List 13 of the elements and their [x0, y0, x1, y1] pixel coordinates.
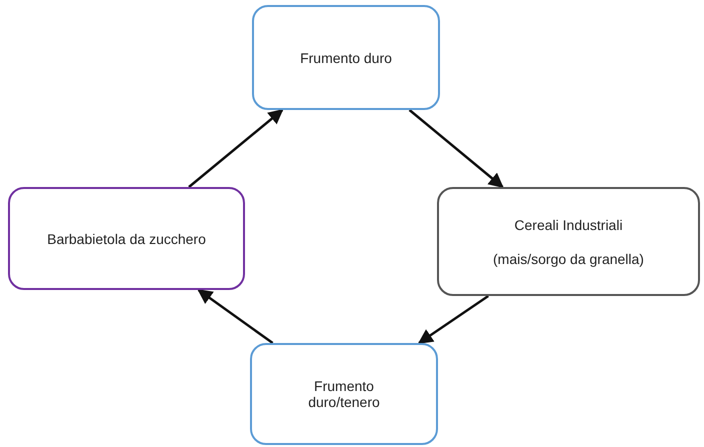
rounded-box: [250, 343, 438, 445]
rounded-box: [252, 5, 440, 110]
box-text: Frumento duro: [299, 50, 393, 66]
box-text: (mais/sorgo da granella): [493, 250, 644, 266]
box-text: Barbabietola da zucchero: [47, 230, 206, 246]
arrow: [408, 109, 504, 188]
box-text: Cereali Industriali: [514, 216, 623, 232]
rounded-box: [8, 187, 245, 290]
rounded-box: [437, 187, 700, 296]
arrow: [197, 288, 274, 344]
arrow: [418, 294, 489, 344]
box-text: Frumento duro/tenero: [307, 378, 381, 410]
arrow: [188, 109, 284, 188]
